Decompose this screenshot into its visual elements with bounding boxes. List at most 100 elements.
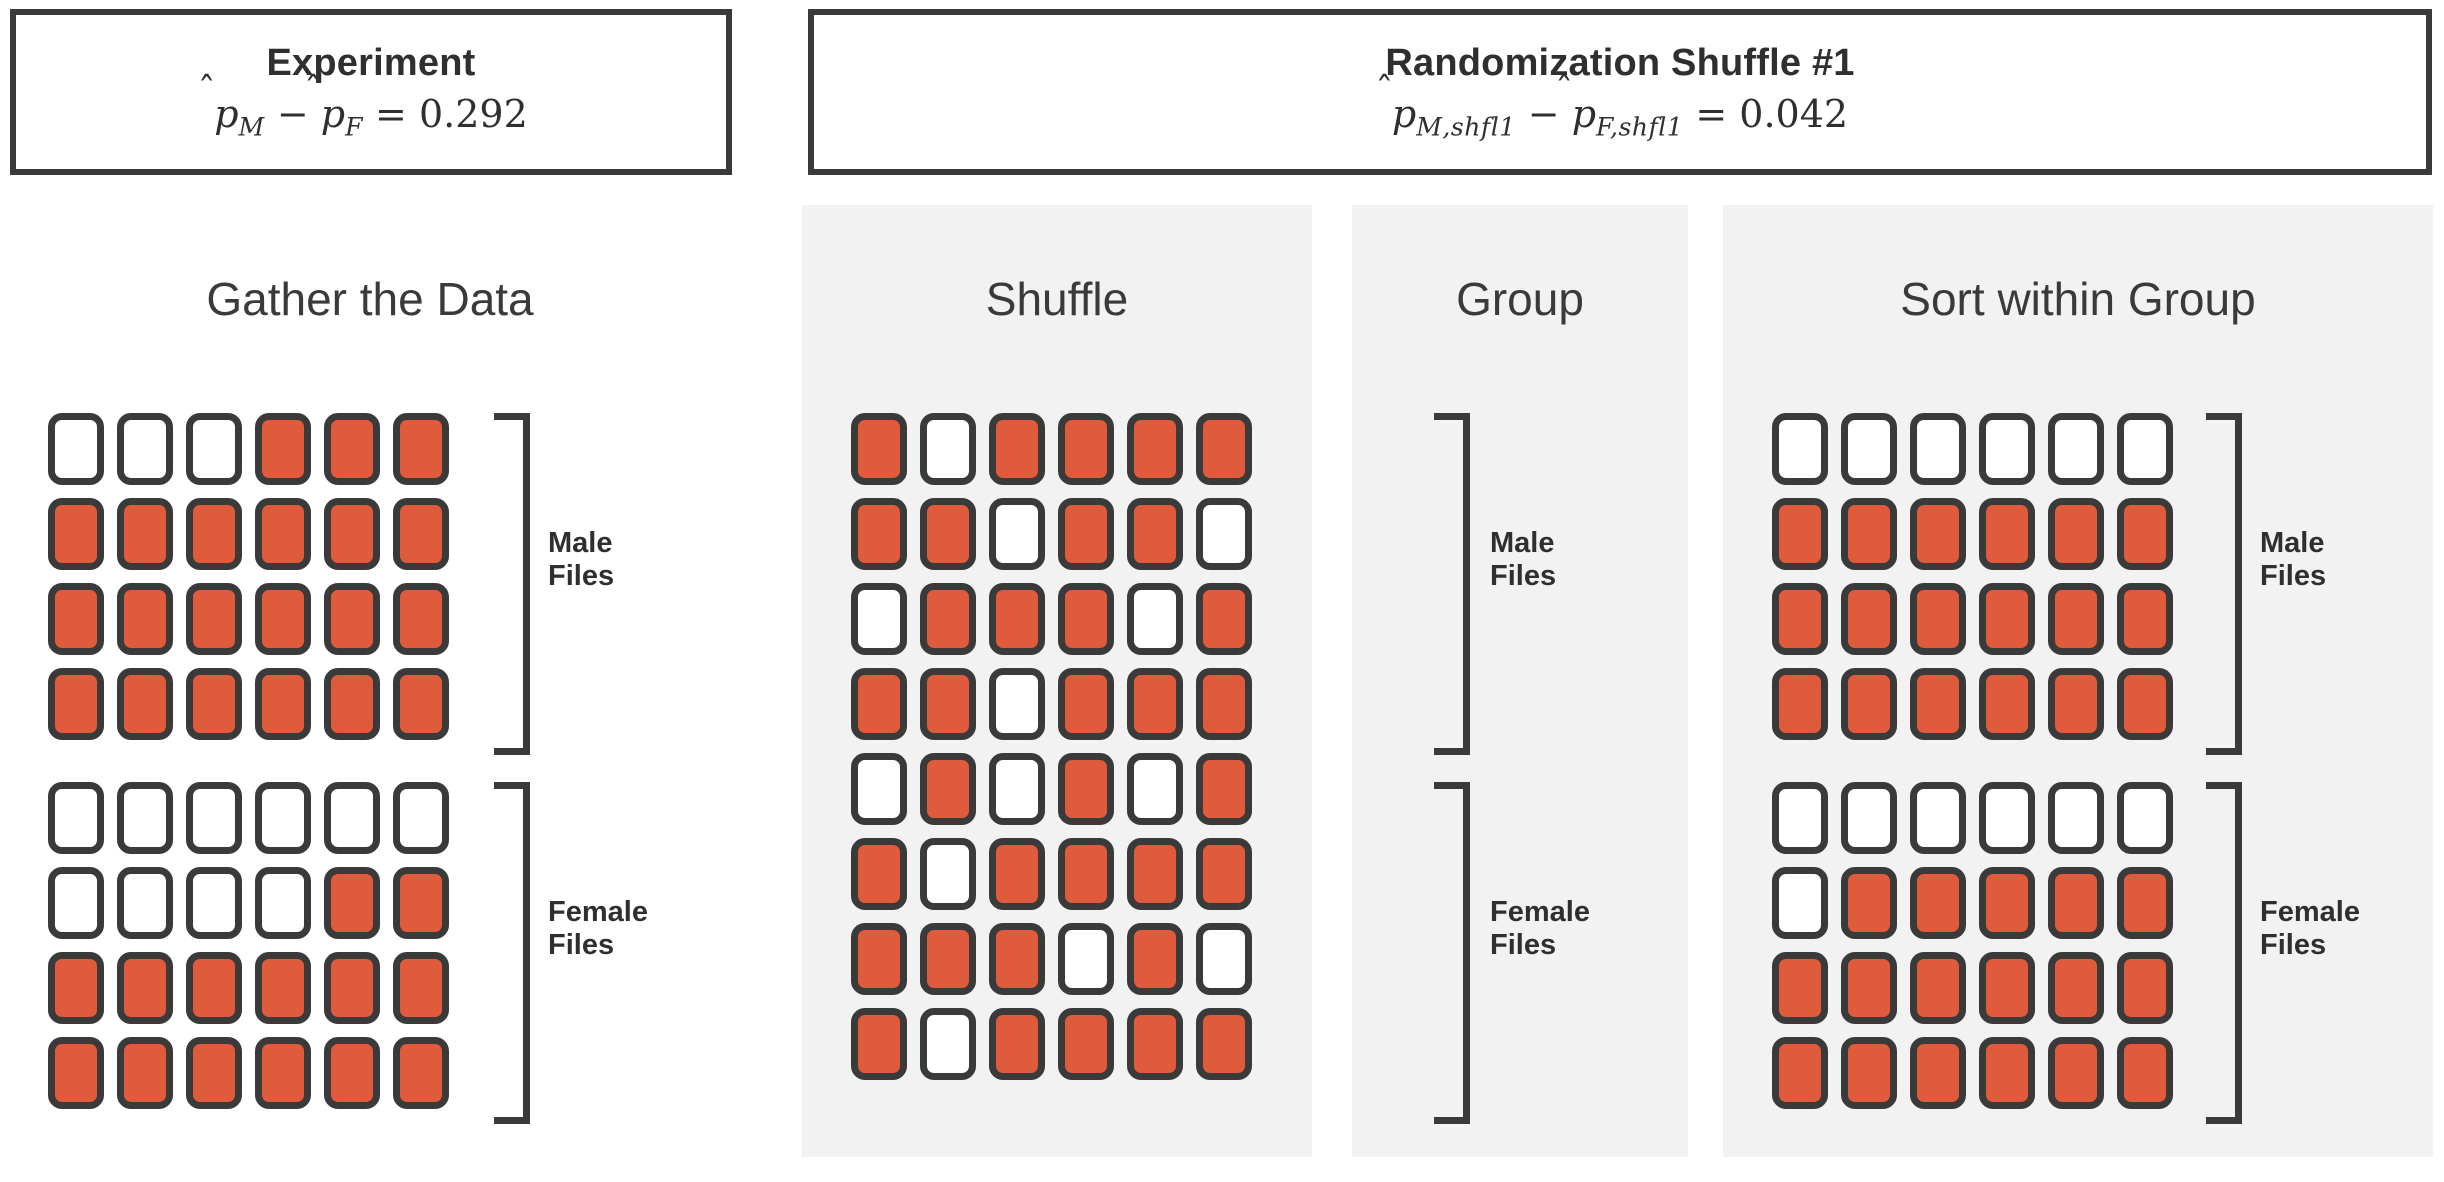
file-tile xyxy=(186,782,242,854)
file-tile xyxy=(920,1008,976,1080)
file-tile xyxy=(1196,753,1252,825)
section-title-shuffle: Shuffle xyxy=(985,273,1129,325)
experiment-formula-p1: p xyxy=(214,92,239,137)
file-tile xyxy=(1772,583,1828,655)
file-tile xyxy=(851,923,907,995)
file-tile xyxy=(851,583,907,655)
file-tile xyxy=(920,838,976,910)
file-tile xyxy=(2117,413,2173,485)
label-group-female: Female Files xyxy=(1490,896,1590,961)
file-tile xyxy=(1979,952,2035,1024)
file-tile xyxy=(989,838,1045,910)
file-tile xyxy=(2048,413,2104,485)
file-tile xyxy=(1910,413,1966,485)
experiment-header-box: Experiment ̂pM − ̂pF = 0.292 xyxy=(10,9,732,175)
file-tile xyxy=(117,1037,173,1109)
file-tile xyxy=(2117,668,2173,740)
file-tile xyxy=(48,1037,104,1109)
file-tile xyxy=(255,413,311,485)
file-tile xyxy=(1910,782,1966,854)
file-tile xyxy=(851,668,907,740)
file-tile xyxy=(2048,782,2104,854)
file-tile xyxy=(1058,498,1114,570)
file-tile xyxy=(393,583,449,655)
file-tile xyxy=(1841,1037,1897,1109)
bracket-group-female xyxy=(1434,782,1470,1124)
file-tile xyxy=(117,867,173,939)
file-tile xyxy=(393,867,449,939)
experiment-formula-sub1: M xyxy=(238,112,265,142)
experiment-title: Experiment xyxy=(266,41,476,84)
tile-grid-gather-male xyxy=(48,413,449,740)
file-tile xyxy=(186,867,242,939)
shuffle-formula-minus: − xyxy=(1515,92,1572,137)
file-tile xyxy=(324,498,380,570)
file-tile xyxy=(393,498,449,570)
shuffle-title: Randomization Shuffle #1 xyxy=(1385,41,1855,84)
file-tile xyxy=(1127,583,1183,655)
file-tile xyxy=(920,923,976,995)
file-tile xyxy=(2048,668,2104,740)
file-tile xyxy=(186,1037,242,1109)
label-gather-male: Male Files xyxy=(548,527,615,592)
file-tile xyxy=(255,668,311,740)
experiment-formula-value: 0.292 xyxy=(418,92,528,137)
shuffle-formula-p1: p xyxy=(1391,92,1417,137)
file-tile xyxy=(393,782,449,854)
file-tile xyxy=(2117,867,2173,939)
file-tile xyxy=(393,952,449,1024)
shuffle-formula: ̂pM,shfl1 − ̂pF,shfl1 = 0.042 xyxy=(1391,92,1849,142)
file-tile xyxy=(324,867,380,939)
shuffle-formula-sub1: M,shfl1 xyxy=(1416,112,1516,142)
file-tile xyxy=(1058,1008,1114,1080)
file-tile xyxy=(186,668,242,740)
file-tile xyxy=(117,952,173,1024)
file-tile xyxy=(1196,923,1252,995)
file-tile xyxy=(920,583,976,655)
shuffle-formula-eq: = xyxy=(1683,92,1740,137)
file-tile xyxy=(1127,413,1183,485)
file-tile xyxy=(117,583,173,655)
file-tile xyxy=(1841,867,1897,939)
experiment-formula-eq: = xyxy=(362,92,419,137)
file-tile xyxy=(1772,498,1828,570)
file-tile xyxy=(1841,952,1897,1024)
file-tile xyxy=(324,1037,380,1109)
file-tile xyxy=(324,782,380,854)
file-tile xyxy=(1979,1037,2035,1109)
file-tile xyxy=(1196,583,1252,655)
file-tile xyxy=(2117,583,2173,655)
file-tile xyxy=(1196,1008,1252,1080)
file-tile xyxy=(1841,413,1897,485)
file-tile xyxy=(1772,1037,1828,1109)
file-tile xyxy=(1772,782,1828,854)
file-tile xyxy=(1841,583,1897,655)
file-tile xyxy=(1979,867,2035,939)
file-tile xyxy=(1127,668,1183,740)
file-tile xyxy=(48,952,104,1024)
file-tile xyxy=(1058,583,1114,655)
file-tile xyxy=(2048,498,2104,570)
file-tile xyxy=(851,1008,907,1080)
file-tile xyxy=(2117,952,2173,1024)
panel-group xyxy=(1352,205,1688,1157)
file-tile xyxy=(1772,668,1828,740)
file-tile xyxy=(186,952,242,1024)
file-tile xyxy=(1772,867,1828,939)
file-tile xyxy=(48,782,104,854)
file-tile xyxy=(1772,413,1828,485)
file-tile xyxy=(2048,1037,2104,1109)
file-tile xyxy=(2048,583,2104,655)
bracket-gather-female xyxy=(494,782,530,1124)
file-tile xyxy=(989,923,1045,995)
file-tile xyxy=(920,498,976,570)
file-tile xyxy=(2117,782,2173,854)
file-tile xyxy=(1772,952,1828,1024)
file-tile xyxy=(920,668,976,740)
file-tile xyxy=(851,498,907,570)
shuffle-formula-value: 0.042 xyxy=(1739,92,1849,137)
file-tile xyxy=(1910,867,1966,939)
file-tile xyxy=(117,413,173,485)
file-tile xyxy=(1979,413,2035,485)
file-tile xyxy=(1058,923,1114,995)
